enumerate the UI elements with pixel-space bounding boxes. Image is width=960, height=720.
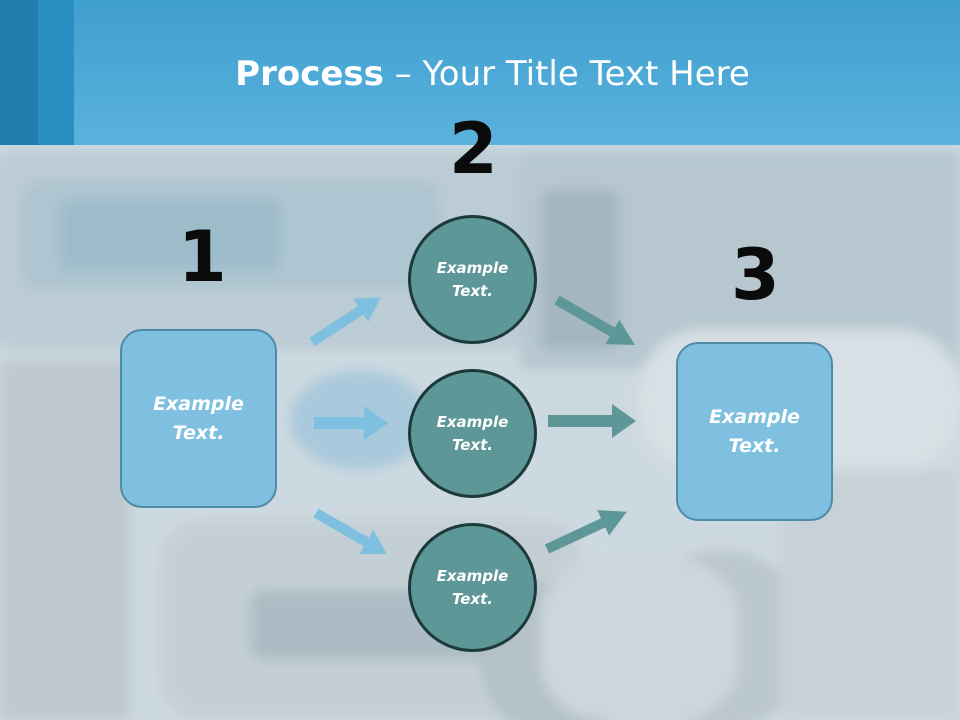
step-number-3: 3 (731, 234, 780, 316)
circle-line2: Text. (451, 435, 493, 454)
arrow-mid-right (548, 404, 636, 438)
step-number-2: 2 (449, 108, 498, 190)
slide-title: Process – Your Title Text Here (0, 54, 960, 94)
title-bold: Process (235, 54, 384, 94)
step-1-line1: Example (153, 392, 244, 415)
arrow-up-right (554, 295, 635, 345)
arrow-mid-left (314, 406, 388, 440)
circle-line2: Text. (451, 281, 493, 300)
header-stripe (0, 0, 38, 145)
header-stripe (38, 0, 74, 145)
header-bar (0, 0, 960, 145)
circle-line1: Example (436, 258, 509, 277)
circle-line1: Example (436, 412, 509, 431)
arrow-up-left (309, 297, 381, 347)
step-number-1: 1 (178, 216, 227, 298)
circle-line1: Example (436, 566, 509, 585)
circle-line2: Text. (451, 589, 493, 608)
step-1-line2: Text. (172, 421, 225, 444)
arrow-down-left (313, 508, 388, 555)
step-3-line1: Example (709, 405, 800, 428)
arrow-down-right (544, 510, 627, 554)
title-dash: – (383, 54, 423, 94)
step-3-line2: Text. (728, 434, 781, 457)
title-rest: Your Title Text Here (422, 54, 750, 94)
